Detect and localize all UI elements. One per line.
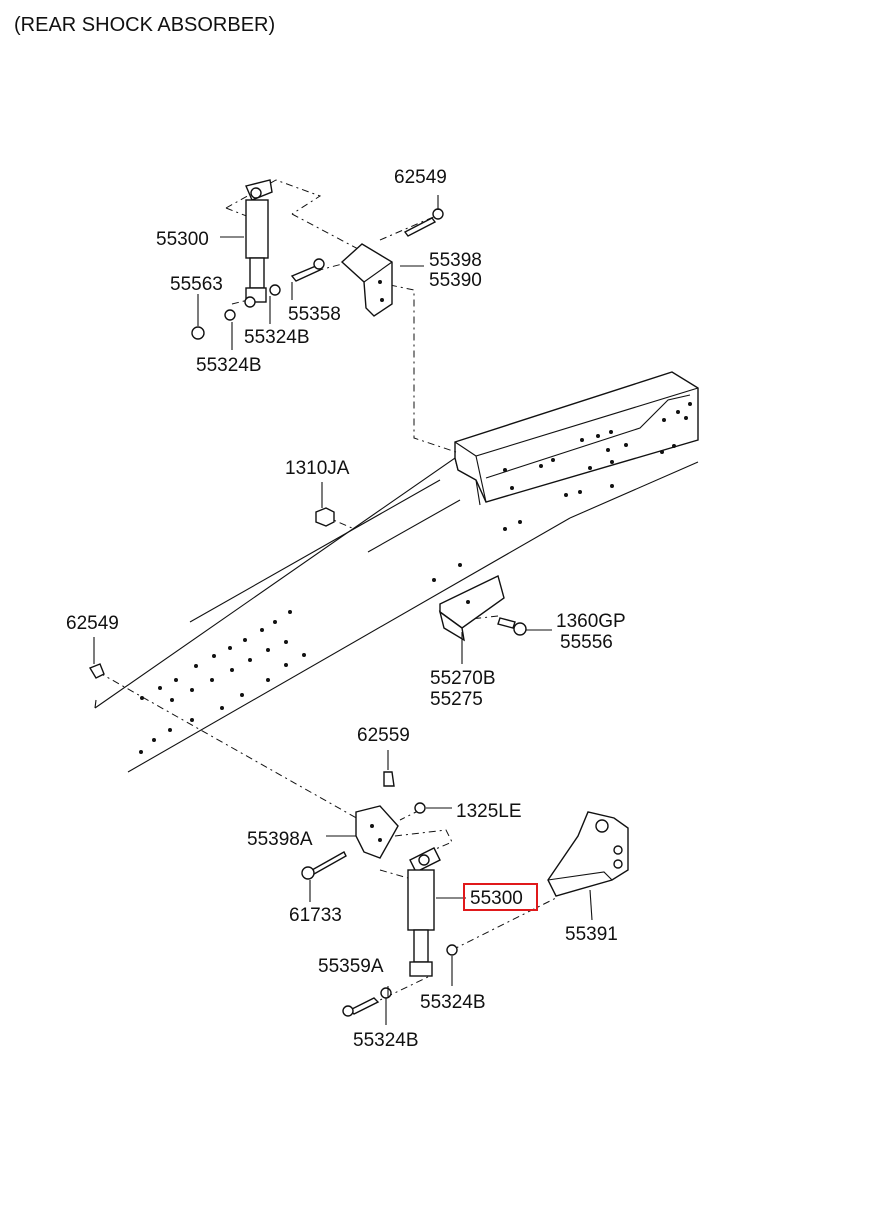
diagram-title: (REAR SHOCK ABSORBER) [14,14,275,36]
upper-bracket [340,243,393,317]
label-mid-bolt-2[interactable]: 55556 [560,632,613,653]
label-upper-shock[interactable]: 55300 [156,229,209,250]
lower-mount [547,811,629,897]
label-upper-bracket-bolt[interactable]: 62549 [394,167,447,188]
label-mid-bracket-1[interactable]: 55270B [430,668,496,689]
label-mid-bracket-2[interactable]: 55275 [430,689,483,710]
label-upper-nut[interactable]: 55563 [170,274,223,295]
label-lower-nut-2[interactable]: 1325LE [456,801,522,822]
lower-bracket-hardware [301,771,426,880]
label-lower-shock[interactable]: 55300 [470,888,523,909]
lower-bracket [355,805,399,859]
label-frame-bolt[interactable]: 62549 [66,613,119,634]
label-mid-bolt-1[interactable]: 1360GP [556,611,626,632]
leader-lines [93,195,593,1025]
part-labels: 55300 55563 55324B 55324B 55358 62549 55… [66,167,626,1051]
label-upper-washer-b[interactable]: 55324B [244,327,310,348]
lower-shock-absorber [407,847,441,977]
label-lower-bracket-bolt[interactable]: 61733 [289,905,342,926]
middle-bracket-bolt [497,617,527,636]
highlight-box [463,883,538,911]
label-lower-mount[interactable]: 55391 [565,924,618,945]
chassis-frame [94,371,699,773]
label-frame-nut[interactable]: 1310JA [285,458,350,479]
middle-bracket [438,575,505,642]
label-lower-washer-a[interactable]: 55324B [420,992,486,1013]
label-lower-washer-b[interactable]: 55324B [353,1030,419,1051]
label-upper-bracket-2[interactable]: 55390 [429,270,482,291]
label-upper-bolt[interactable]: 55358 [288,304,341,325]
label-lower-bracket[interactable]: 55398A [247,829,313,850]
frame-bolt [88,663,105,679]
label-upper-bracket-1[interactable]: 55398 [429,250,482,271]
label-lower-nut[interactable]: 62559 [357,725,410,746]
frame-nut [315,507,335,527]
label-lower-bolt[interactable]: 55359A [318,956,384,977]
upper-shock-hardware [191,208,444,340]
upper-shock-absorber [244,179,273,308]
label-upper-washer-a[interactable]: 55324B [196,355,262,376]
